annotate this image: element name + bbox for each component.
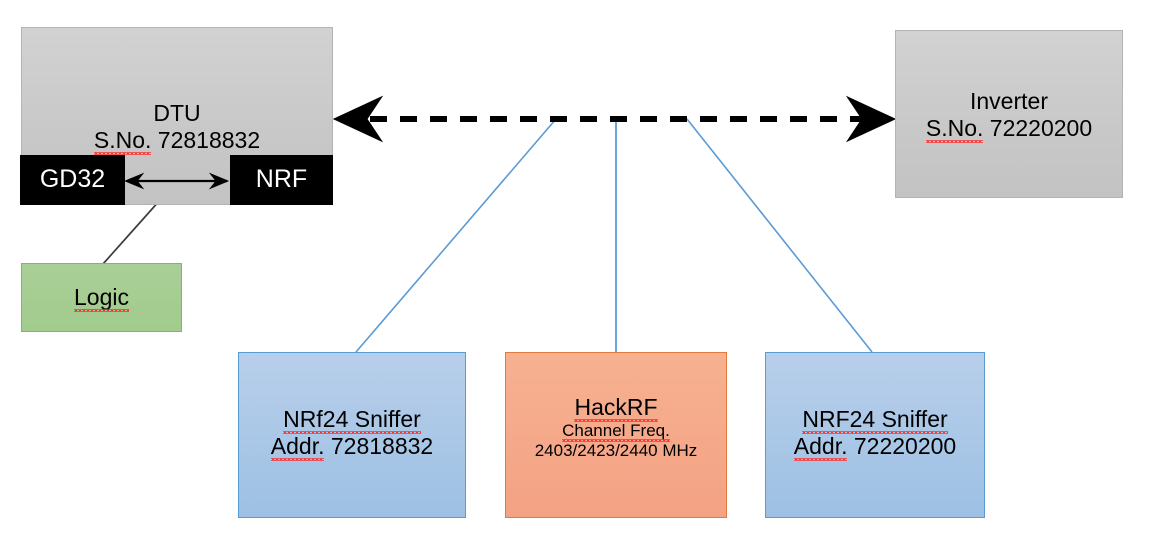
node-sniffer-right-addr: Addr. 72220200 bbox=[793, 433, 957, 462]
node-sniffer-left[interactable]: NRf24 Sniffer Addr. 72818832 bbox=[238, 352, 466, 518]
node-inverter-serial: S.No. 72220200 bbox=[925, 115, 1093, 144]
node-sniffer-left-addr-value: 72818832 bbox=[330, 433, 434, 460]
node-hackrf-title: HackRF bbox=[574, 394, 658, 423]
node-gd32[interactable]: GD32 bbox=[20, 155, 125, 205]
node-inverter-serial-value: 72220200 bbox=[989, 115, 1093, 142]
node-inverter-title: Inverter bbox=[970, 88, 1048, 114]
node-gd32-label: GD32 bbox=[39, 165, 106, 194]
connector-sniffer-left-tap bbox=[355, 118, 557, 353]
node-sniffer-right-title-text: NRF24 Sniffer bbox=[802, 406, 948, 435]
node-sniffer-left-addr: Addr. 72818832 bbox=[270, 433, 434, 462]
node-sniffer-right[interactable]: NRF24 Sniffer Addr. 72220200 bbox=[765, 352, 985, 518]
node-hackrf[interactable]: HackRF Channel Freq. 2403/2423/2440 MHz bbox=[505, 352, 727, 518]
node-inverter[interactable]: Inverter S.No. 72220200 bbox=[895, 30, 1123, 198]
node-nrf-label: NRF bbox=[255, 165, 308, 194]
node-sniffer-left-title-text: NRf24 Sniffer bbox=[283, 406, 421, 435]
node-nrf[interactable]: NRF bbox=[230, 155, 333, 205]
node-dtu-serial-value: 72818832 bbox=[157, 127, 261, 154]
node-hackrf-sub1: Channel Freq. bbox=[562, 421, 670, 443]
node-sniffer-right-title: NRF24 Sniffer bbox=[802, 406, 948, 435]
node-inverter-serial-prefix: S.No. bbox=[925, 115, 984, 144]
node-logic[interactable]: Logic bbox=[21, 263, 182, 332]
connector-sniffer-right-tap bbox=[686, 118, 873, 353]
node-sniffer-left-addr-prefix: Addr. bbox=[270, 433, 325, 462]
node-sniffer-left-title: NRf24 Sniffer bbox=[283, 406, 421, 435]
node-dtu-serial-prefix: S.No. bbox=[93, 127, 152, 156]
node-logic-label: Logic bbox=[74, 283, 129, 313]
node-dtu-serial: S.No. 72818832 bbox=[93, 127, 261, 156]
node-hackrf-title-text: HackRF bbox=[574, 394, 658, 423]
node-sniffer-right-addr-value: 72220200 bbox=[853, 433, 957, 460]
node-hackrf-sub1-text: Channel Freq. bbox=[562, 421, 670, 443]
node-dtu-title: DTU bbox=[153, 100, 201, 126]
node-sniffer-right-addr-prefix: Addr. bbox=[793, 433, 848, 462]
node-hackrf-sub2: 2403/2423/2440 MHz bbox=[534, 441, 698, 461]
